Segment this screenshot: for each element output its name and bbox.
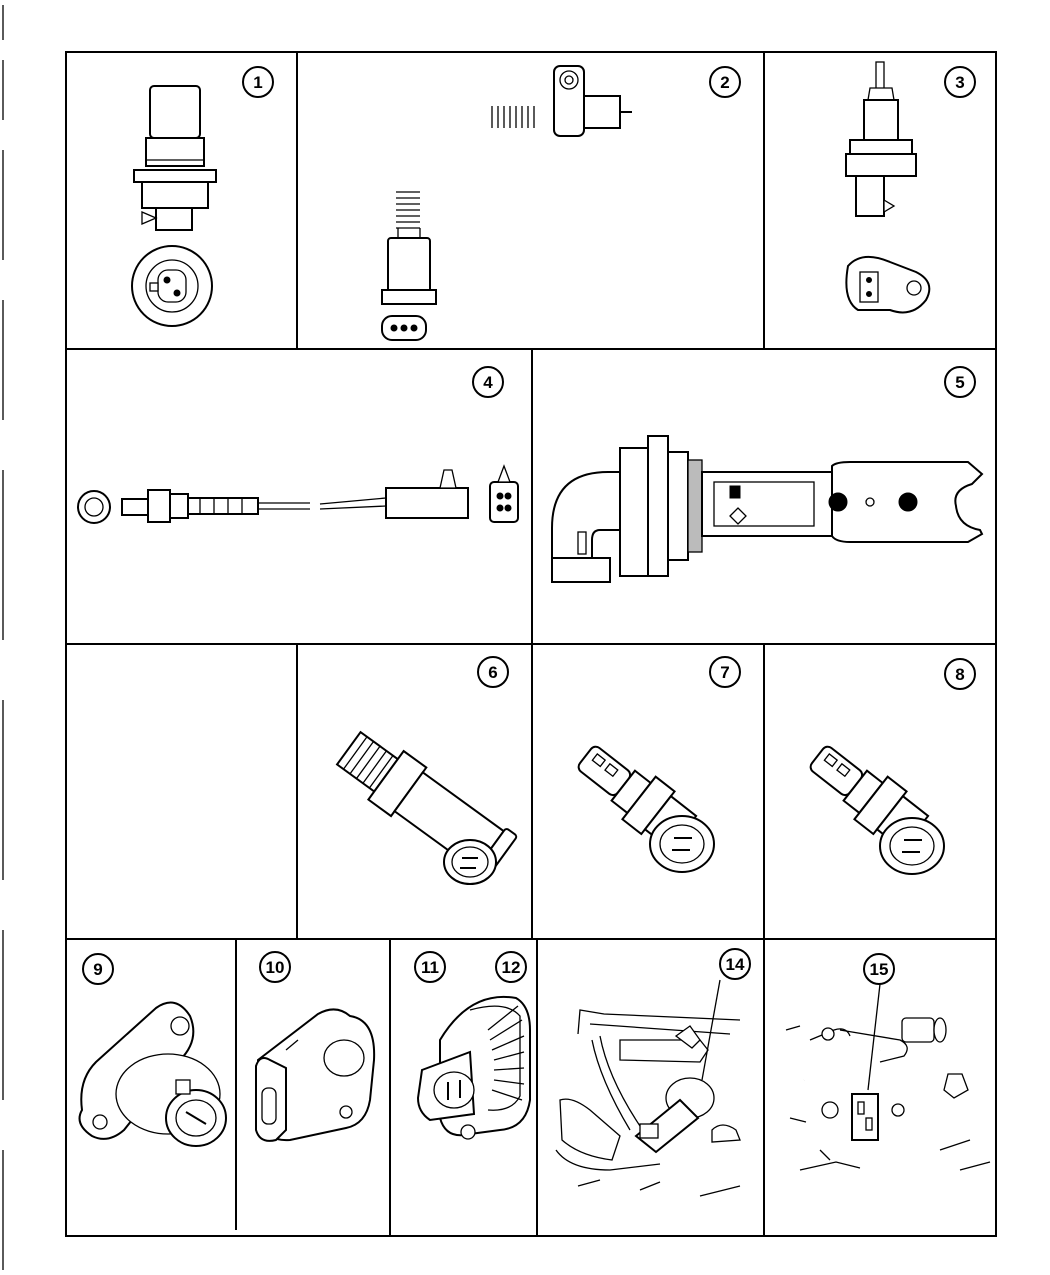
callout-3: 3 <box>944 66 976 98</box>
part-5-sensor-assembly <box>551 435 984 583</box>
part-10-sensor <box>255 1008 376 1142</box>
callout-5-label: 5 <box>955 373 964 392</box>
callout-2: 2 <box>709 66 741 98</box>
part-4-oxygen-sensor <box>77 464 519 524</box>
callout-9: 9 <box>82 953 114 985</box>
part-15-installed-view <box>785 983 991 1171</box>
callout-4-label: 4 <box>483 373 493 392</box>
part-6-sensor <box>335 730 518 885</box>
callout-5: 5 <box>944 366 976 398</box>
callout-15-label: 15 <box>870 960 889 979</box>
callout-8-label: 8 <box>955 665 964 684</box>
part-14-installed-view <box>555 979 741 1197</box>
callout-6: 6 <box>477 656 509 688</box>
callout-6-label: 6 <box>488 663 497 682</box>
callout-12: 12 <box>495 951 527 983</box>
callout-1-label: 1 <box>253 73 262 92</box>
part-3-sensor <box>845 61 931 314</box>
part-9-sensor <box>78 1001 227 1147</box>
callout-2-label: 2 <box>720 73 729 92</box>
callout-4: 4 <box>472 366 504 398</box>
callout-1: 1 <box>242 66 274 98</box>
callout-14-label: 14 <box>726 955 745 974</box>
part-8-sensor <box>809 745 945 875</box>
callout-10-label: 10 <box>266 958 285 977</box>
callout-8: 8 <box>944 658 976 690</box>
callout-11-label: 11 <box>421 958 439 977</box>
part-1-sensor <box>131 85 217 327</box>
callout-12-label: 12 <box>502 958 521 977</box>
callout-15: 15 <box>863 953 895 985</box>
callout-7-label: 7 <box>720 663 729 682</box>
part-11-12-sensor <box>416 995 531 1140</box>
callout-11: 11 <box>414 951 446 983</box>
callout-10: 10 <box>259 951 291 983</box>
part-7-sensor <box>577 745 715 873</box>
callout-7: 7 <box>709 656 741 688</box>
part-2-sensor-with-cable <box>381 65 632 341</box>
panel-grid <box>65 51 997 1237</box>
callout-3-label: 3 <box>955 73 964 92</box>
callout-9-label: 9 <box>93 960 102 979</box>
callout-14: 14 <box>719 948 751 980</box>
